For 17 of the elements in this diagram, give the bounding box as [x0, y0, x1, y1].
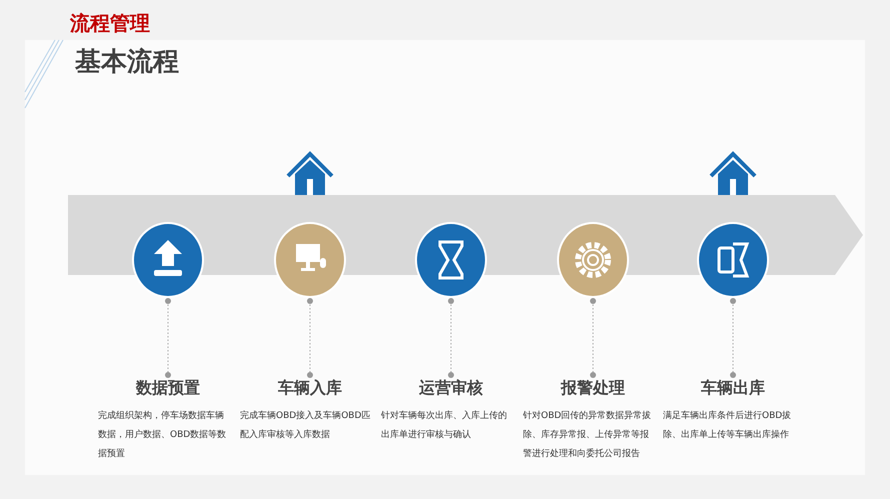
step-heading: 车辆出库: [700, 378, 766, 399]
title: 基本流程: [75, 46, 179, 79]
step-heading: 运营审核: [418, 378, 484, 399]
dotted-connector: [730, 298, 736, 378]
step-heading: 数据预置: [134, 378, 201, 399]
step-heading: 车辆入库: [277, 378, 343, 399]
step-description: 完成组织架构，停车场数据车辆数据，用户数据、OBD数据等数据预置: [98, 410, 228, 461]
dotted-connector: [590, 298, 596, 378]
step-description: 针对车辆每次出库、入库上传的出库单进行审核与确认: [381, 410, 508, 442]
dotted-connector: [165, 298, 171, 378]
section-label: 流程管理: [70, 10, 150, 37]
step-description: 完成车辆OBD接入及车辆OBD匹配入库审核等入库数据: [240, 410, 372, 442]
dotted-connector: [307, 298, 313, 378]
step-description: 针对OBD回传的异常数据异常拔除、库存异常报、上传异常等报警进行处理和向委托公司报告: [523, 410, 652, 461]
step-heading: 报警处理: [560, 378, 626, 399]
step-description: 满足车辆出库条件后进行OBD拔除、出库单上传等车辆出库操作: [663, 410, 792, 442]
dotted-connector: [448, 298, 454, 378]
